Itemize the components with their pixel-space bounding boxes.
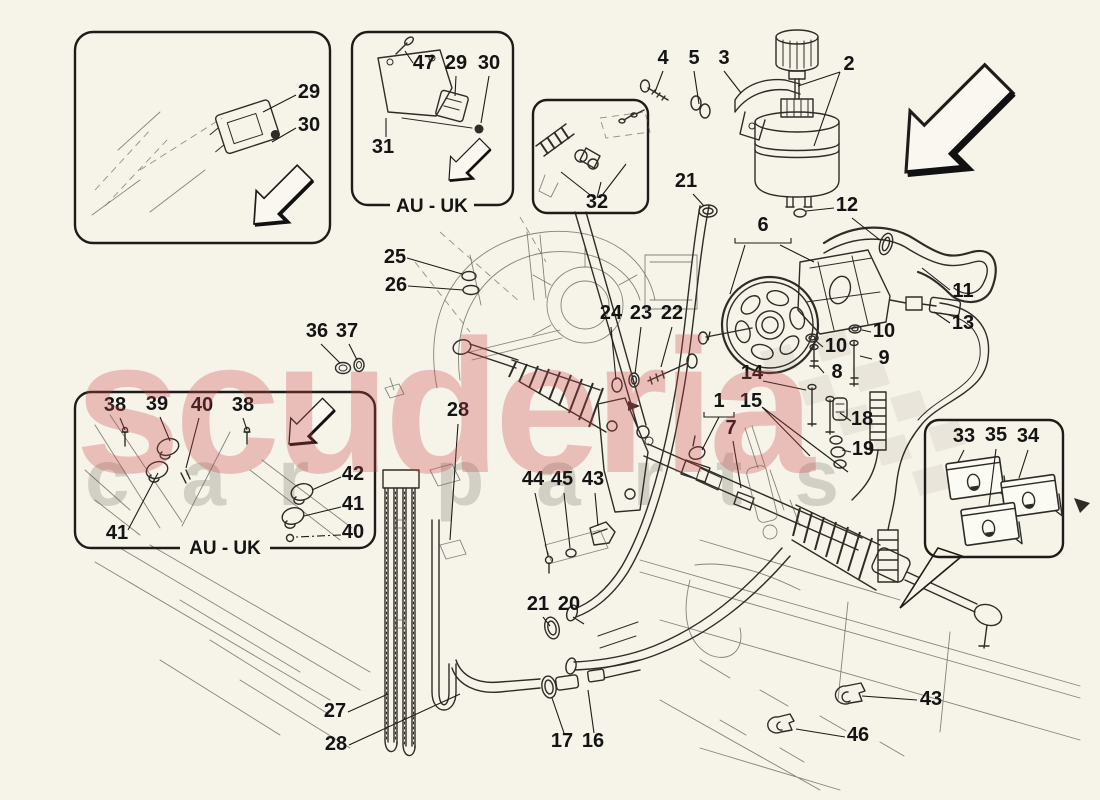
part-label-2-10: 2 bbox=[843, 53, 854, 75]
part-label-43-47: 43 bbox=[582, 468, 604, 490]
inset-au-uk-left: AU - UK bbox=[73, 390, 377, 559]
part-label-1-29: 1 bbox=[713, 390, 724, 412]
return-hoses-group bbox=[544, 205, 791, 675]
cooler-group bbox=[382, 469, 641, 757]
part-label-14-27: 14 bbox=[741, 362, 764, 384]
inset-column-joint bbox=[531, 98, 651, 215]
part-label-45-46: 45 bbox=[551, 468, 573, 490]
part-label-23-25: 23 bbox=[630, 302, 652, 324]
part-label-44-45: 44 bbox=[522, 468, 545, 490]
part-label-28-53: 28 bbox=[325, 733, 347, 755]
part-label-16-51: 16 bbox=[582, 730, 604, 752]
part-label-41-39: 41 bbox=[342, 493, 364, 515]
part-label-21-48: 21 bbox=[527, 593, 549, 615]
wheel-housing-sketch bbox=[433, 230, 698, 389]
part-label-29-0: 29 bbox=[298, 81, 320, 103]
part-label-15-28: 15 bbox=[740, 390, 762, 412]
part-label-25-20: 25 bbox=[384, 246, 406, 268]
small-clips-group bbox=[544, 521, 866, 734]
part-label-13-15: 13 bbox=[952, 312, 974, 334]
part-label-37-23: 37 bbox=[336, 320, 358, 342]
part-label-31-5: 31 bbox=[372, 136, 394, 158]
part-label-36-22: 36 bbox=[306, 320, 328, 342]
reservoir-group bbox=[639, 29, 840, 208]
part-label-30-4: 30 bbox=[478, 52, 500, 74]
part-label-34-44: 34 bbox=[1017, 425, 1040, 447]
part-label-30-1: 30 bbox=[298, 114, 320, 136]
part-label-12-12: 12 bbox=[836, 194, 858, 216]
part-label-28-33: 28 bbox=[447, 399, 469, 421]
watermark-subtitle: car parts bbox=[85, 433, 891, 522]
part-label-4-7: 4 bbox=[657, 47, 669, 69]
part-label-7-30: 7 bbox=[725, 417, 736, 439]
pump-group bbox=[611, 204, 997, 583]
rack-boot-left bbox=[508, 361, 604, 428]
clip-plate-33 bbox=[945, 455, 1008, 501]
part-label-17-50: 17 bbox=[551, 730, 573, 752]
part-label-3-9: 3 bbox=[718, 47, 729, 69]
part-label-40-36: 40 bbox=[191, 394, 213, 416]
part-label-10-17: 10 bbox=[825, 335, 847, 357]
part-label-38-34: 38 bbox=[104, 394, 126, 416]
watermark-title: scuderia bbox=[75, 301, 816, 513]
steering-rack-group bbox=[452, 211, 1090, 658]
part-label-24-24: 24 bbox=[600, 302, 623, 324]
inset-au-uk-top: AU - UK bbox=[350, 30, 515, 217]
part-label-27-52: 27 bbox=[324, 700, 346, 722]
part-label-35-43: 35 bbox=[985, 424, 1007, 446]
part-label-20-49: 20 bbox=[558, 593, 580, 615]
part-label-8-19: 8 bbox=[831, 361, 842, 383]
mount-fastener-cluster bbox=[769, 383, 887, 527]
clip-plate-35 bbox=[960, 501, 1023, 547]
part-label-22-26: 22 bbox=[661, 302, 683, 324]
part-label-10-16: 10 bbox=[873, 320, 895, 342]
part-label-47-2: 47 bbox=[413, 52, 435, 74]
callout-clips-box bbox=[899, 418, 1065, 609]
part-label-40-40: 40 bbox=[342, 521, 364, 543]
part-label-33-42: 33 bbox=[953, 425, 975, 447]
part-label-6-13: 6 bbox=[757, 214, 768, 236]
part-label-42-38: 42 bbox=[342, 463, 364, 485]
inset-caption-au-uk-top: AU - UK bbox=[396, 196, 468, 217]
inset-caption-au-uk-left: AU - UK bbox=[189, 538, 261, 559]
part-label-46-55: 46 bbox=[847, 724, 869, 746]
checkered-flag-watermark bbox=[760, 330, 966, 496]
part-label-26-21: 26 bbox=[385, 274, 407, 296]
part-label-5-8: 5 bbox=[688, 47, 699, 69]
part-label-9-18: 9 bbox=[878, 347, 889, 369]
part-label-41-41: 41 bbox=[106, 522, 128, 544]
part-label-39-35: 39 bbox=[146, 393, 168, 415]
part-label-21-11: 21 bbox=[675, 170, 697, 192]
inset-top-left bbox=[73, 30, 332, 245]
rack-boot-right bbox=[792, 507, 873, 580]
chassis-sketch bbox=[94, 216, 1081, 791]
part-label-43-54: 43 bbox=[920, 688, 942, 710]
leader-lines bbox=[119, 50, 1029, 746]
part-label-18-31: 18 bbox=[851, 408, 873, 430]
part-label-29-3: 29 bbox=[445, 52, 467, 74]
part-label-32-6: 32 bbox=[586, 191, 608, 213]
part-label-38-37: 38 bbox=[232, 394, 254, 416]
part-label-19-32: 19 bbox=[852, 438, 874, 460]
part-label-11-14: 11 bbox=[952, 280, 973, 302]
washers-36-37 bbox=[334, 357, 365, 375]
